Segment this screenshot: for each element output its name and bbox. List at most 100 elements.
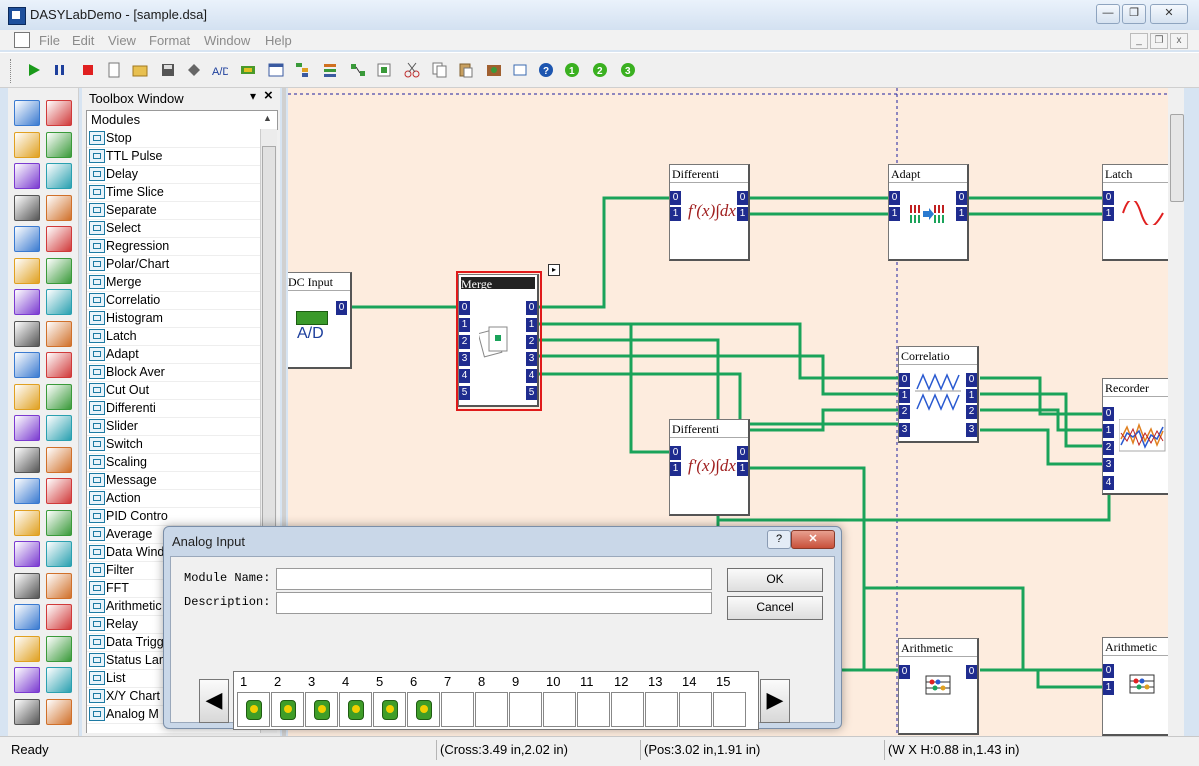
scroll-up-icon[interactable]: ▲ xyxy=(263,113,272,123)
input-port[interactable]: 4 xyxy=(1103,476,1114,490)
output-port[interactable]: 2 xyxy=(966,405,977,419)
latch-module[interactable]: Latch 0 1 xyxy=(1102,164,1168,261)
dc-input-module[interactable]: DC Input 0 A/D xyxy=(288,272,352,369)
channel-slot[interactable] xyxy=(441,692,474,727)
module-list-item[interactable]: Time Slice xyxy=(87,183,261,202)
channel-slot[interactable] xyxy=(543,692,576,727)
output-port[interactable]: 0 xyxy=(526,301,537,315)
description-input[interactable] xyxy=(276,592,712,614)
save-icon[interactable] xyxy=(160,62,176,78)
output-port[interactable]: 2 xyxy=(526,335,537,349)
module-list-item[interactable]: Differenti xyxy=(87,399,261,418)
module-list-item[interactable]: Delay xyxy=(87,165,261,184)
merge-module[interactable]: Merge 0 1 2 3 4 5 0 1 2 3 4 5 xyxy=(458,274,539,407)
input-port[interactable]: 0 xyxy=(459,301,470,315)
ok-button[interactable]: OK xyxy=(727,568,823,592)
menu-edit[interactable]: Edit xyxy=(72,33,95,48)
chart-icon[interactable] xyxy=(14,320,40,347)
input-port[interactable]: 3 xyxy=(1103,458,1114,472)
differenti-module-top[interactable]: Differenti 0 1 0 1 f'(x)∫dx xyxy=(669,164,750,261)
output-port[interactable]: 0 xyxy=(966,665,977,679)
module-list-item[interactable]: Correlatio xyxy=(87,291,261,310)
trigger-icon[interactable] xyxy=(46,257,72,284)
menu-format[interactable]: Format xyxy=(149,33,191,48)
worksheet-splitter[interactable] xyxy=(282,88,286,736)
app-icon[interactable] xyxy=(8,7,26,25)
filter-icon[interactable] xyxy=(46,667,72,693)
ad-icon[interactable] xyxy=(14,352,40,378)
ad-icon[interactable] xyxy=(14,226,40,252)
filter-icon[interactable] xyxy=(46,163,72,189)
display-icon[interactable] xyxy=(14,289,40,315)
hardware-icon[interactable] xyxy=(240,62,256,78)
menu-file[interactable]: File xyxy=(39,33,60,48)
module-list-item[interactable]: Message xyxy=(87,471,261,490)
menu-help[interactable]: Help xyxy=(265,33,292,48)
channel-next-button[interactable]: ▶ xyxy=(760,679,790,723)
input-port[interactable]: 2 xyxy=(1103,441,1114,455)
input-port[interactable]: 0 xyxy=(670,446,681,460)
module-list-item[interactable]: Slider xyxy=(87,417,261,436)
channel-slot[interactable] xyxy=(237,692,270,727)
input-port[interactable]: 0 xyxy=(899,665,910,679)
module-icon[interactable] xyxy=(376,62,392,78)
input-port[interactable]: 1 xyxy=(459,318,470,332)
output-port[interactable]: 3 xyxy=(526,352,537,366)
input-port[interactable]: 1 xyxy=(670,462,681,476)
input-port[interactable]: 0 xyxy=(1103,191,1114,205)
signal-icon[interactable] xyxy=(46,604,72,630)
module-list-item[interactable]: Histogram xyxy=(87,309,261,328)
channel-slot[interactable] xyxy=(305,692,338,727)
module-list-item[interactable]: Polar/Chart xyxy=(87,255,261,274)
dialog-close-button[interactable]: ✕ xyxy=(791,530,835,549)
input-port[interactable]: 1 xyxy=(899,389,910,403)
recorder-module[interactable]: Recorder 0 1 2 3 4 xyxy=(1102,378,1168,495)
chart-icon[interactable] xyxy=(14,194,40,221)
open-icon[interactable] xyxy=(132,62,148,78)
ad-icon[interactable] xyxy=(14,604,40,630)
input-port[interactable]: 5 xyxy=(459,386,470,400)
input-port[interactable]: 0 xyxy=(889,191,900,205)
module-list-item[interactable]: Scaling xyxy=(87,453,261,472)
filter-icon[interactable] xyxy=(46,289,72,315)
trigger-icon[interactable] xyxy=(46,635,72,662)
control-icon[interactable] xyxy=(46,446,72,473)
correlatio-module[interactable]: Correlatio 0 1 2 3 0 1 2 3 xyxy=(898,346,979,443)
channel-slot[interactable] xyxy=(373,692,406,727)
paste-icon[interactable] xyxy=(458,62,474,78)
module-icon[interactable] xyxy=(14,257,40,284)
tree-icon[interactable] xyxy=(294,62,310,78)
pack-icon[interactable] xyxy=(486,62,502,78)
input-port[interactable]: 1 xyxy=(1103,207,1114,221)
window-icon[interactable] xyxy=(512,62,528,78)
output-port[interactable]: 1 xyxy=(737,207,748,221)
input-port[interactable]: 1 xyxy=(1103,424,1114,438)
module-list-item[interactable]: Merge xyxy=(87,273,261,292)
mdi-minimize-button[interactable]: _ xyxy=(1130,33,1148,49)
module-list-item[interactable]: Stop xyxy=(87,129,261,148)
help-icon[interactable]: ? xyxy=(538,62,554,78)
module-list-item[interactable]: Select xyxy=(87,219,261,238)
ad-icon[interactable]: A/D xyxy=(212,62,230,78)
display-icon[interactable] xyxy=(14,667,40,693)
channel-slot[interactable] xyxy=(611,692,644,727)
worksheet-scroll-thumb[interactable] xyxy=(1170,114,1184,202)
toolbox-close-icon[interactable]: × xyxy=(264,87,273,104)
channel-slot[interactable] xyxy=(509,692,542,727)
close-button[interactable]: ✕ xyxy=(1150,4,1188,24)
output-port[interactable]: 1 xyxy=(737,462,748,476)
trigger-icon[interactable] xyxy=(46,383,72,410)
module-list-item[interactable]: Action xyxy=(87,489,261,508)
control-icon[interactable] xyxy=(46,194,72,221)
channel-slot[interactable] xyxy=(271,692,304,727)
channel-slot[interactable] xyxy=(645,692,678,727)
module-list-item[interactable]: Adapt xyxy=(87,345,261,364)
filter-icon[interactable] xyxy=(46,415,72,441)
control-icon[interactable] xyxy=(46,698,72,725)
black-box-icon[interactable] xyxy=(186,62,202,78)
input-port[interactable]: 2 xyxy=(899,405,910,419)
signal-icon[interactable] xyxy=(46,352,72,378)
trigger-icon[interactable] xyxy=(46,131,72,158)
trigger-icon[interactable] xyxy=(46,509,72,536)
output-port[interactable]: 1 xyxy=(956,207,967,221)
